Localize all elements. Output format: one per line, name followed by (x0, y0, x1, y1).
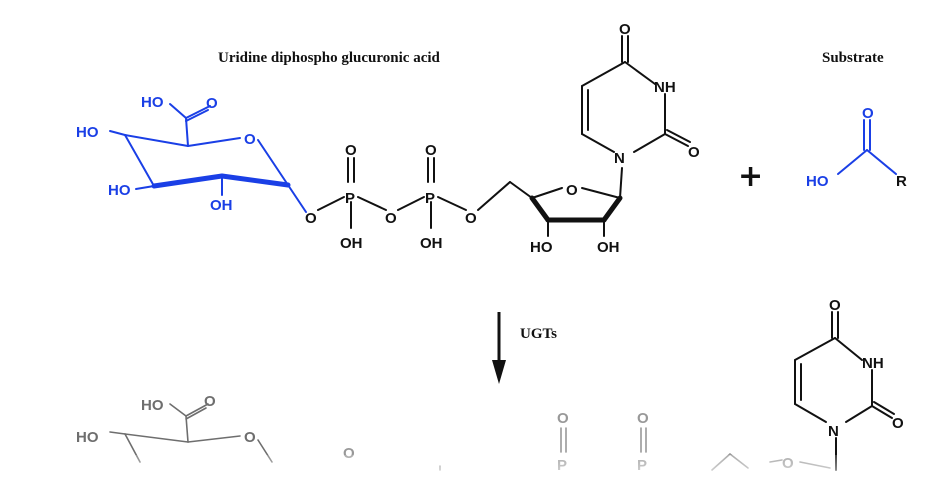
ho-c3-label: HO (108, 182, 131, 199)
phosphorus-2-label: P (425, 190, 435, 207)
substrate-o-label: O (862, 105, 874, 122)
product-uracil-c2-oxygen-label: O (892, 415, 904, 432)
ester-o-label: O (465, 210, 477, 227)
oh-c2-label: OH (210, 197, 233, 214)
p1-oh-label: OH (340, 235, 363, 252)
uracil-c2-oxygen-label: O (688, 144, 700, 161)
product-ring-o-label: O (244, 429, 256, 446)
product-uracil: O NH O N (794, 297, 904, 471)
bridge-o-label: O (385, 210, 397, 227)
product-p1-o-label: O (557, 410, 569, 427)
product-carboxyl-o-label: O (204, 393, 216, 410)
carboxyl-o-label: O (206, 95, 218, 112)
enzyme-label: UGTs (520, 326, 557, 342)
ribose-ho-label: HO (530, 239, 553, 256)
product-p2-o-label: O (637, 410, 649, 427)
p1-double-o-label: O (345, 142, 357, 159)
substrate-carboxylic-acid: O HO R (806, 105, 907, 190)
plus-sign: + (738, 159, 763, 194)
diphosphate-bridge: O P O OH O P O OH O (305, 142, 511, 252)
product-carboxyl-ho-label: HO (141, 397, 164, 414)
glycosidic-o-label: O (305, 210, 317, 227)
p2-double-o-label: O (425, 142, 437, 159)
substrate-r-label: R (896, 173, 907, 190)
uracil-c4-oxygen-label: O (619, 21, 631, 38)
ribose-moiety: O HO OH (509, 167, 623, 256)
bottom-fade-overlay (0, 455, 943, 495)
product-glucuronide: HO O O HO (76, 393, 273, 463)
product-uracil-n1-label: N (828, 423, 839, 440)
glucuronic-acid-moiety: HO O O HO HO OH (76, 94, 307, 214)
udpga-title: Uridine diphospho glucuronic acid (218, 50, 441, 66)
carboxyl-ho-label: HO (141, 94, 164, 111)
uracil-n1-label: N (614, 150, 625, 167)
product-uracil-c4-oxygen-label: O (829, 297, 841, 314)
ribose-oh-label: OH (597, 239, 620, 256)
product-ho-c4-label: HO (76, 429, 99, 446)
ho-c4-label: HO (76, 124, 99, 141)
product-uracil-nh-label: NH (862, 355, 884, 372)
ribose-oxygen-label: O (566, 182, 578, 199)
ring-oxygen-label: O (244, 131, 256, 148)
substrate-ho-label: HO (806, 173, 829, 190)
phosphorus-1-label: P (345, 190, 355, 207)
uracil-nh-label: NH (654, 79, 676, 96)
uracil-moiety: O NH O N (581, 21, 700, 167)
substrate-title: Substrate (822, 50, 884, 66)
p2-oh-label: OH (420, 235, 443, 252)
reaction-arrow (492, 312, 506, 384)
